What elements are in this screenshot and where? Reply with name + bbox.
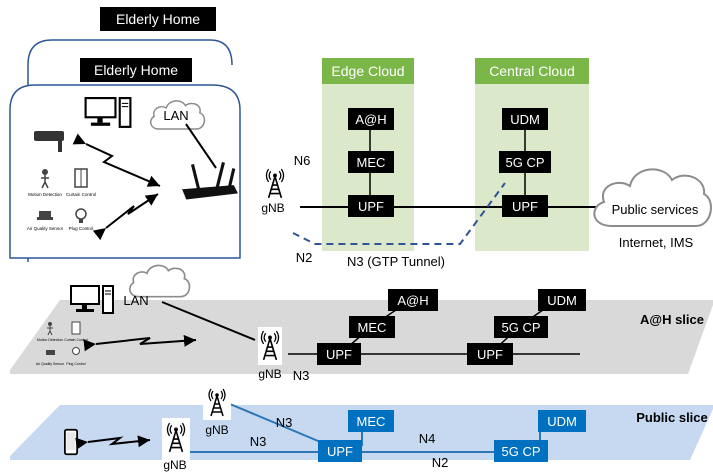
middle-udm-box <box>538 289 586 311</box>
public-slice-label: Public slice <box>636 410 708 425</box>
middle-n3-label: N3 <box>293 368 310 383</box>
elderly-home-back-title-box <box>100 7 216 31</box>
top-core-network: gNB Edge Cloud Central Cloud A@H MEC UPF… <box>261 58 712 269</box>
curtain-control-icon <box>74 168 88 188</box>
public-5gcp-box <box>494 440 548 462</box>
n3-gtp-tunnel-label: N3 (GTP Tunnel) <box>347 254 445 269</box>
plug-control-icon <box>75 208 87 223</box>
middle-sensor-label-motion: Motion Detection <box>37 338 63 342</box>
edge-cloud-label: Edge Cloud <box>331 63 404 79</box>
ah-slice-label: A@H slice <box>640 312 704 327</box>
public-udm-label: UDM <box>547 414 577 429</box>
middle-cloud-icon <box>128 264 191 298</box>
middle-5gcp-label: 5G CP <box>501 320 540 335</box>
public-n2-label: N2 <box>432 455 449 470</box>
public-mec-label: MEC <box>357 414 386 429</box>
middle-sensor-icons: Motion Detection Curtain Control Air Qua… <box>36 321 88 366</box>
camera-router-wireless-link <box>72 133 161 187</box>
middle-upf2-box <box>467 343 513 365</box>
middle-gnb-label: gNB <box>258 367 281 381</box>
n3-gtp-tunnel-path <box>292 182 506 245</box>
middle-mec-box <box>349 316 395 338</box>
public-gnb2-upf-link <box>229 403 331 447</box>
public-services-cloud-icon <box>593 168 712 227</box>
central-cloud-header <box>475 58 589 84</box>
public-gnb1-label: gNB <box>163 458 186 472</box>
top-section: Elderly Home Elderly Home LAN Motion Det… <box>9 7 241 262</box>
middle-sensor-label-plug: Plug Control <box>66 362 85 366</box>
air-quality-sensor-icon <box>37 211 53 220</box>
middle-ah-label: A@H <box>397 293 428 308</box>
middle-upf1-label: UPF <box>326 347 352 362</box>
camera-icon <box>34 131 64 152</box>
sensor-label-curtain: Curtain Control <box>66 192 96 197</box>
public-udm-box <box>538 410 586 432</box>
public-n4-label: N4 <box>419 431 436 446</box>
middle-udm-label: UDM <box>547 293 577 308</box>
edge-cloud-header <box>322 58 414 84</box>
sensor-label-plug: Plug Control <box>69 226 94 231</box>
n6-label: N6 <box>294 153 311 168</box>
central-cloud-label: Central Cloud <box>489 63 575 79</box>
elderly-home-front-title: Elderly Home <box>94 62 178 78</box>
middle-lan-label: LAN <box>123 293 148 308</box>
public-5gcp-label: 5G CP <box>501 444 540 459</box>
central-upf-label: UPF <box>512 199 538 214</box>
sensor-label-motion: Motion Detection <box>28 192 62 197</box>
public-mec-box <box>348 410 394 432</box>
central-udm-box <box>502 108 548 130</box>
elderly-home-back-title: Elderly Home <box>116 11 200 27</box>
middle-mec-label: MEC <box>358 320 387 335</box>
lan-label: LAN <box>163 108 188 123</box>
middle-upf2-label: UPF <box>477 347 503 362</box>
public-n3-lower-label: N3 <box>250 434 267 449</box>
edge-mec-box <box>348 151 394 173</box>
public-services-label: Public services <box>612 202 699 217</box>
edge-mec-label: MEC <box>357 155 386 170</box>
central-5gcp-label: 5G CP <box>505 155 544 170</box>
middle-sensor-label-curtain: Curtain Control <box>64 338 88 342</box>
gnb-antenna-icon <box>265 168 285 199</box>
public-slice-section: Public slice gNB gNB N3 N3 N4 N2 UPF MEC… <box>10 386 713 472</box>
middle-sensor-label-air-quality: Air Quality Sensor <box>36 362 65 366</box>
edge-ah-label: A@H <box>355 112 386 127</box>
public-upf-box <box>318 440 362 462</box>
middle-gnb-box <box>258 327 282 365</box>
smartphone-icon <box>64 428 78 456</box>
public-upf-label: UPF <box>327 444 353 459</box>
public-gnb2-label: gNB <box>205 423 228 437</box>
sensors-router-wireless-link <box>92 193 159 241</box>
middle-ah-box <box>388 289 438 311</box>
middle-sensors-wireless-link <box>83 334 197 352</box>
central-udm-label: UDM <box>510 112 540 127</box>
public-gnb2-box <box>203 386 231 420</box>
middle-5gcp-box <box>494 316 548 338</box>
central-5gcp-box <box>499 151 551 173</box>
public-n3-upper-label: N3 <box>276 415 293 430</box>
middle-upf1-box <box>317 343 361 365</box>
internet-ims-label: Internet, IMS <box>619 235 694 250</box>
ah-slice-section: A@H slice LAN Motion Detection Curtain C… <box>10 264 713 383</box>
motion-detection-icon <box>41 169 49 189</box>
edge-upf-label: UPF <box>358 199 384 214</box>
edge-ah-box <box>348 108 394 130</box>
elderly-home-front-title-box <box>80 58 192 82</box>
lan-router-link <box>185 123 217 169</box>
phone-wireless-link <box>75 435 151 450</box>
top-n2-label: N2 <box>296 250 313 265</box>
sensor-label-air-quality: Air Quality Sensor <box>27 226 64 231</box>
edge-upf-box <box>348 195 394 217</box>
central-upf-box <box>502 195 548 217</box>
top-gnb-label: gNB <box>261 201 284 215</box>
middle-lan-gnb-link <box>161 301 256 341</box>
